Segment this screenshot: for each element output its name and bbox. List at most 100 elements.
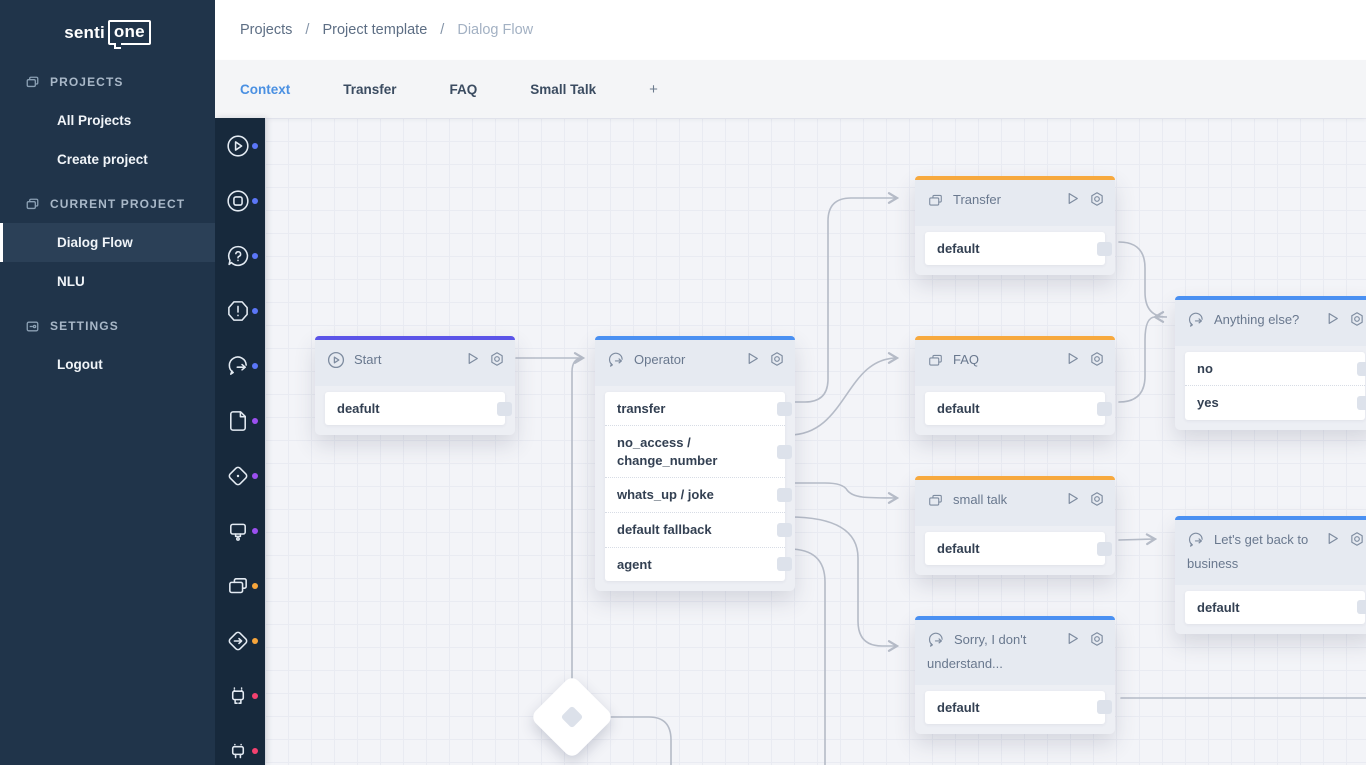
node-output-row[interactable]: agent: [605, 546, 792, 582]
palette-diamond-arrow[interactable]: [215, 613, 265, 668]
node-output-row[interactable]: default: [925, 392, 1112, 426]
logo-speech-tail: [113, 43, 121, 49]
node-output-row[interactable]: deafult: [325, 392, 512, 426]
output-handle[interactable]: [777, 522, 792, 537]
output-handle[interactable]: [777, 401, 792, 416]
output-handle[interactable]: [777, 557, 792, 572]
status-dot: [252, 362, 258, 369]
node-output-row[interactable]: default: [925, 532, 1112, 566]
play-circle-icon: [327, 351, 345, 375]
breadcrumb-projects[interactable]: Projects: [240, 22, 293, 38]
warning-octagon-icon: [228, 300, 248, 321]
sidebar-item-dialog-flow[interactable]: Dialog Flow: [0, 223, 215, 262]
breadcrumb-project-template[interactable]: Project template: [322, 22, 428, 38]
node-output-row[interactable]: no_access / change_number: [605, 425, 792, 477]
palette-stop-circle[interactable]: [215, 173, 265, 228]
chat-arrow-icon: [1187, 311, 1205, 335]
output-handle[interactable]: [1357, 600, 1366, 615]
node-small-talk[interactable]: small talk default: [915, 476, 1115, 576]
run-node-button[interactable]: [1065, 351, 1080, 367]
node-settings-button[interactable]: [1349, 311, 1365, 327]
palette-device[interactable]: [215, 503, 265, 558]
robot-2-icon: [231, 743, 245, 758]
node-settings-button[interactable]: [1089, 491, 1105, 507]
device-icon: [230, 523, 246, 541]
node-accent-bar: [1175, 516, 1366, 520]
node-settings-button[interactable]: [1349, 531, 1365, 547]
chat-arrow-icon: [607, 351, 625, 375]
palette-file[interactable]: [215, 393, 265, 448]
output-handle[interactable]: [1357, 361, 1366, 376]
node-settings-button[interactable]: [769, 351, 785, 367]
node-sorry[interactable]: Sorry, I don't understand... default: [915, 616, 1115, 735]
node-operator[interactable]: Operator transfer no_access / change_num…: [595, 336, 795, 592]
chat-forward-icon: [228, 355, 247, 375]
node-faq[interactable]: FAQ default: [915, 336, 1115, 436]
output-handle[interactable]: [497, 401, 512, 416]
sidebar-item-nlu[interactable]: NLU: [57, 274, 85, 289]
output-handle[interactable]: [777, 444, 792, 459]
output-handle[interactable]: [1097, 700, 1112, 715]
chat-arrow-icon: [927, 631, 945, 655]
sidebar-item-create-project[interactable]: Create project: [57, 152, 148, 167]
wire-transfer-anything: [1118, 241, 1168, 323]
node-output-row[interactable]: transfer: [605, 392, 792, 426]
node-settings-button[interactable]: [1089, 191, 1105, 207]
node-transfer[interactable]: Transfer default: [915, 176, 1115, 276]
run-node-button[interactable]: [1065, 491, 1080, 507]
wire-small-talk: [788, 482, 900, 504]
node-settings-button[interactable]: [1089, 351, 1105, 367]
diamond-handle[interactable]: [560, 705, 584, 729]
palette-copy-stack[interactable]: [215, 558, 265, 613]
node-output-row[interactable]: yes: [1185, 385, 1366, 420]
node-output-row[interactable]: default: [1185, 591, 1366, 625]
palette-question-bubble[interactable]: [215, 228, 265, 283]
palette-robot[interactable]: [215, 668, 265, 723]
output-handle[interactable]: [1097, 401, 1112, 416]
palette-play-circle[interactable]: [215, 118, 265, 173]
run-node-button[interactable]: [1325, 531, 1340, 547]
run-node-button[interactable]: [1065, 631, 1080, 647]
node-output-row[interactable]: default fallback: [605, 512, 792, 547]
node-output-row[interactable]: default: [925, 691, 1112, 725]
run-node-button[interactable]: [1325, 311, 1340, 327]
tab-context[interactable]: Context: [240, 81, 291, 97]
stop-circle-icon: [227, 189, 249, 212]
diamond-dot-icon: [228, 466, 248, 485]
tab-faq[interactable]: FAQ: [449, 81, 478, 97]
node-title: Let's get back to business: [1187, 532, 1309, 571]
palette-diamond-dot[interactable]: [215, 448, 265, 503]
palette-chat-forward[interactable]: [215, 338, 265, 393]
diamond-arrow-icon: [228, 631, 248, 650]
node-output-row[interactable]: no: [1185, 352, 1366, 386]
add-tab-button[interactable]: +: [649, 80, 658, 98]
node-output-row[interactable]: default: [925, 232, 1112, 266]
node-anything-else[interactable]: Anything else? no yes: [1175, 296, 1366, 430]
play-circle-icon: [227, 134, 249, 157]
flow-canvas[interactable]: Start deafult Operator transfer no_acces…: [265, 118, 1366, 765]
palette-warning[interactable]: [215, 283, 265, 338]
output-handle[interactable]: [1357, 396, 1366, 411]
sidebar-item-logout[interactable]: Logout: [57, 357, 103, 372]
node-start[interactable]: Start deafult: [315, 336, 515, 436]
question-bubble-icon: [227, 245, 249, 266]
output-handle[interactable]: [1097, 241, 1112, 256]
node-settings-button[interactable]: [489, 351, 505, 367]
node-accent-bar: [315, 336, 515, 340]
tab-small-talk[interactable]: Small Talk: [530, 81, 597, 97]
palette-robot-2[interactable]: [215, 723, 265, 765]
output-handle[interactable]: [1097, 541, 1112, 556]
run-node-button[interactable]: [1065, 191, 1080, 207]
run-node-button[interactable]: [465, 351, 480, 367]
copy-stack-icon: [927, 492, 944, 515]
tab-transfer[interactable]: Transfer: [343, 81, 397, 97]
node-accent-bar: [915, 476, 1115, 480]
node-back-to-business[interactable]: Let's get back to business default: [1175, 516, 1366, 635]
node-settings-button[interactable]: [1089, 631, 1105, 647]
output-handle[interactable]: [777, 488, 792, 503]
node-output-row[interactable]: whats_up / joke: [605, 477, 792, 512]
status-dot: [252, 692, 258, 699]
sidebar-item-all-projects[interactable]: All Projects: [57, 113, 132, 128]
run-node-button[interactable]: [745, 351, 760, 367]
